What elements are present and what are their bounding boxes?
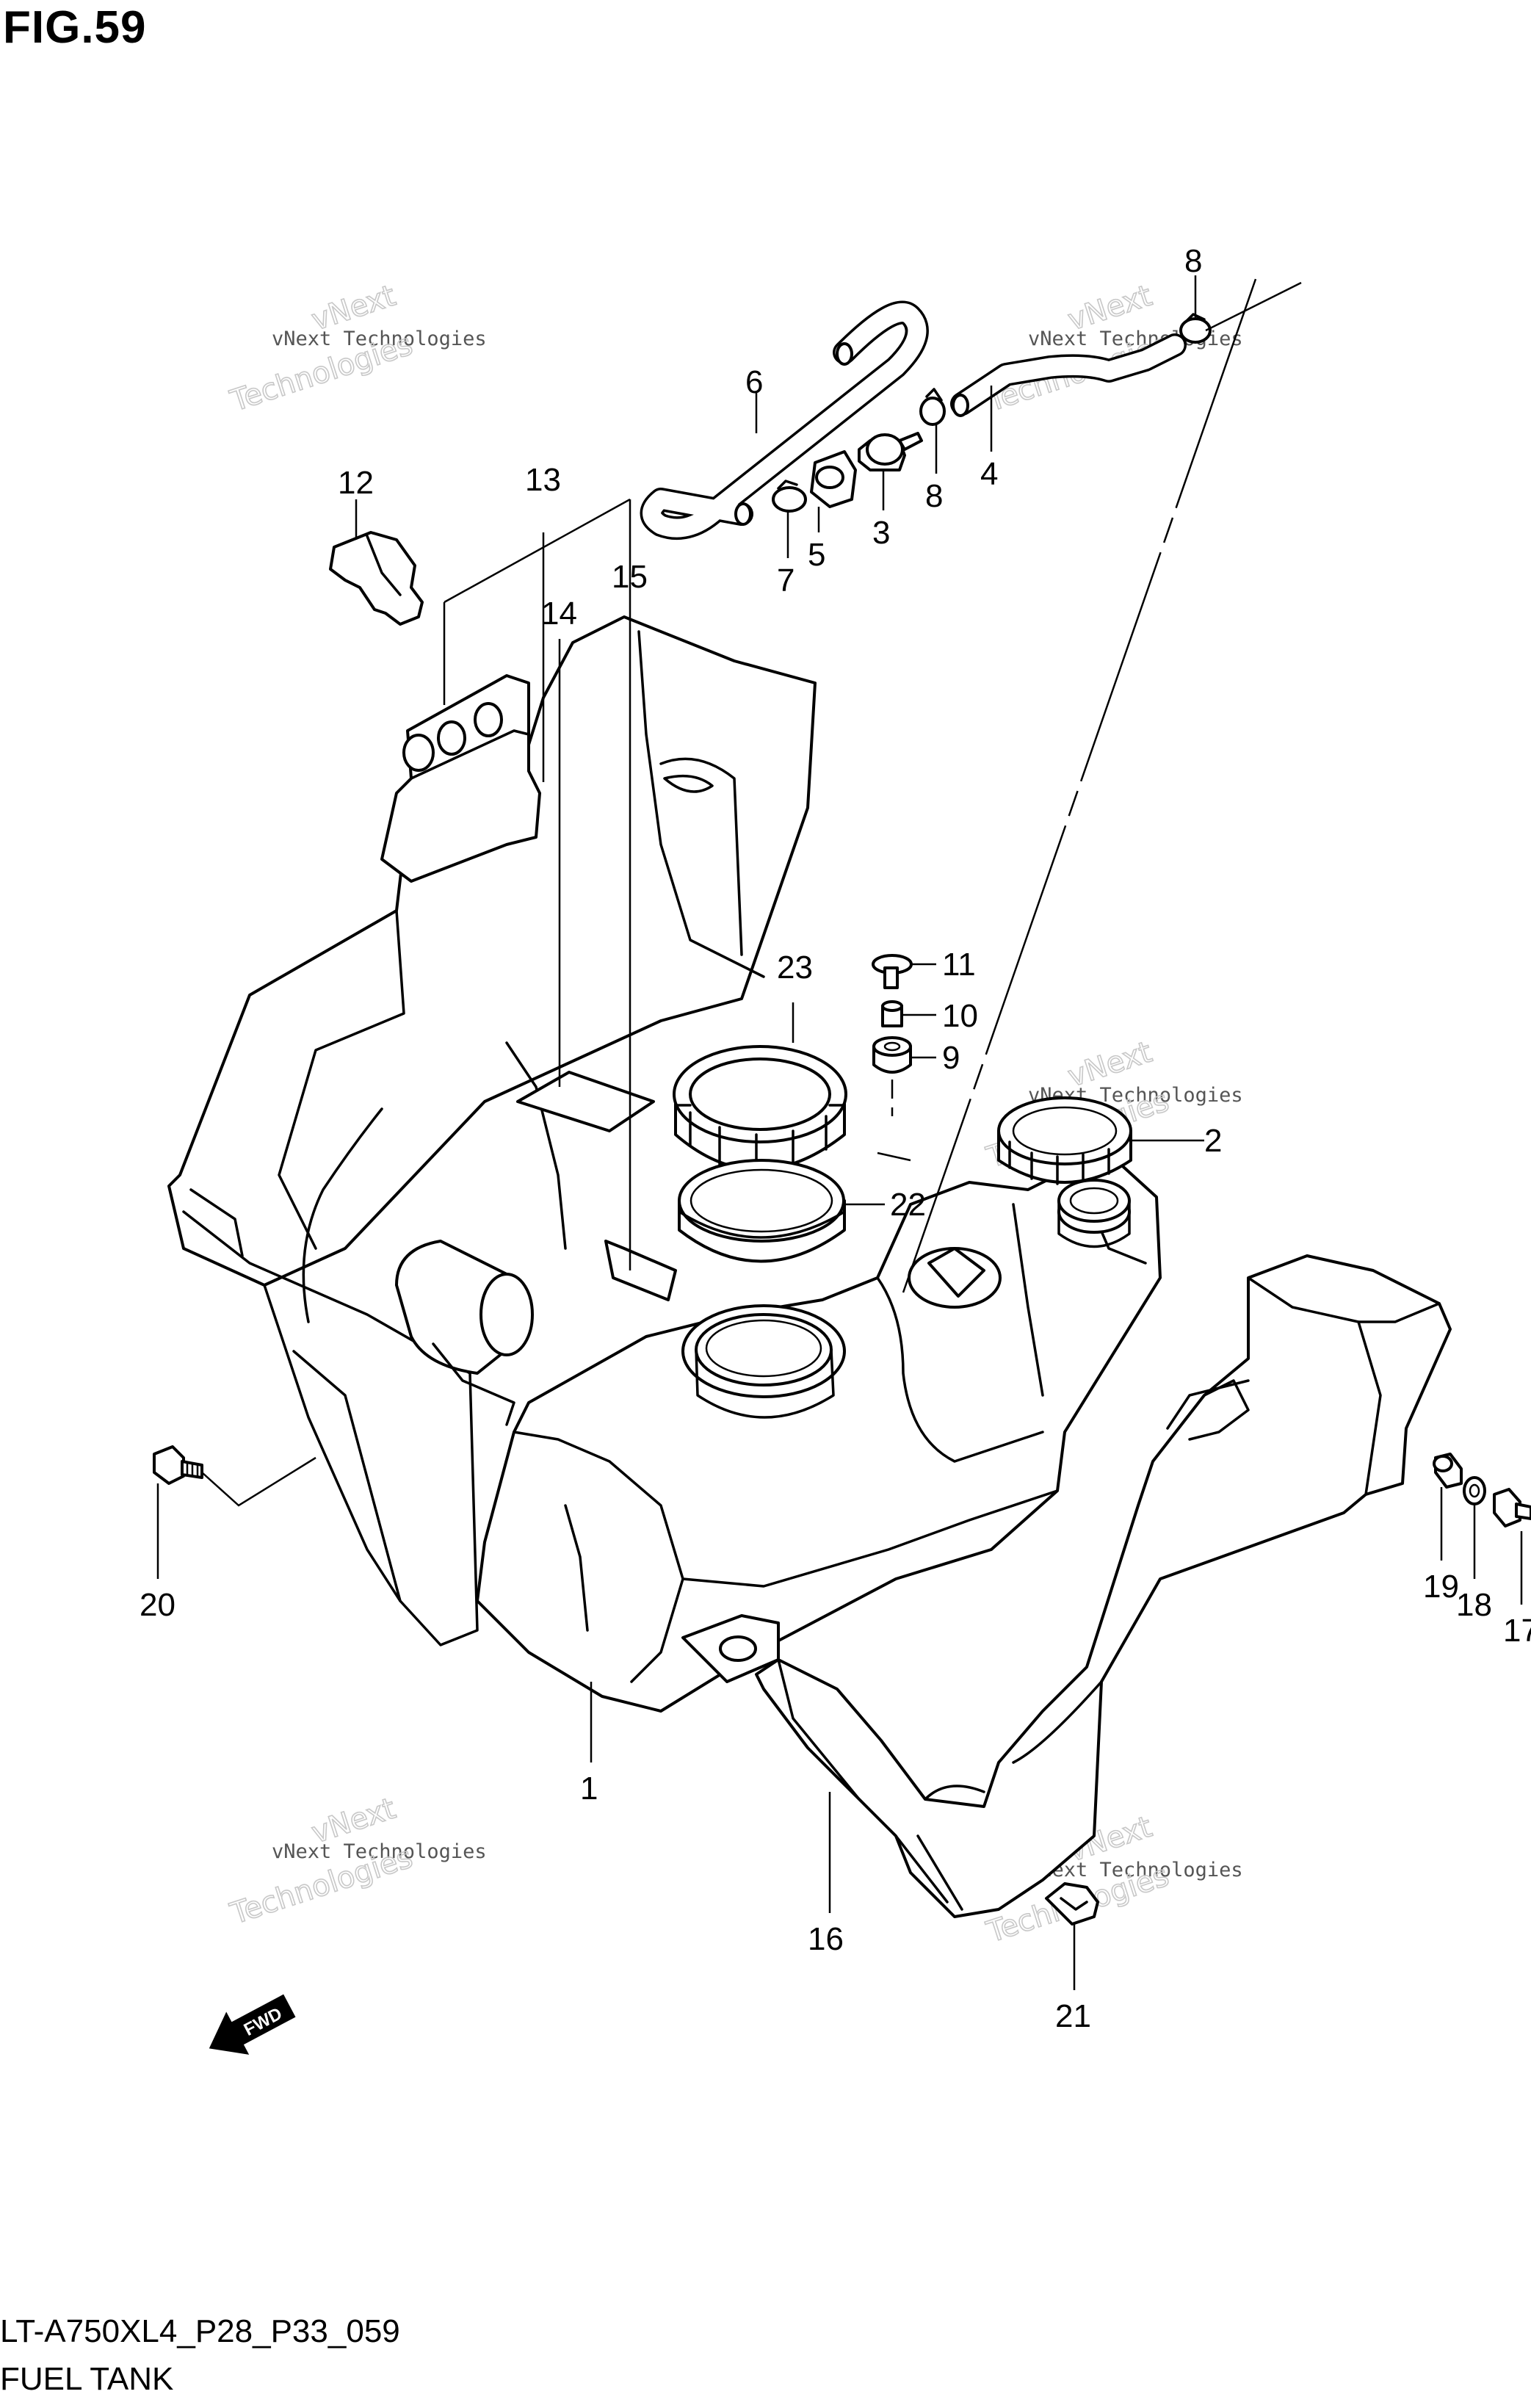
callout-11: 11 [942,947,976,983]
part-23-retaining-ring [673,1045,847,1176]
callout-labels: 1 2 3 4 5 6 7 8 8 9 10 11 12 13 14 15 16… [140,243,1531,2034]
part-19-collar [1433,1453,1463,1489]
callout-20: 20 [140,1587,175,1623]
part-2-fuel-cap [997,1096,1132,1185]
watermark-line1: vNext Technologies [272,1840,487,1863]
callout-13: 13 [525,462,561,498]
callout-19: 19 [1423,1569,1459,1605]
callout-10: 10 [942,998,978,1034]
part-10-collar [881,1000,903,1027]
leader-lines [156,275,1523,1990]
part-4-hose [950,333,1187,417]
part-22-gasket [678,1159,846,1263]
watermark-line1: vNext Technologies [272,328,487,350]
tank-cover-frame [167,615,817,1646]
part-8-clamp-upper [1179,313,1212,344]
side-cover [755,1254,1452,1918]
fwd-arrow: FWD [209,1994,296,2055]
watermark: vNext vNext Technologies Technologies [225,278,487,419]
fuel-tank [395,1159,1162,1713]
callout-2: 2 [1204,1123,1222,1159]
part-12-clip [329,531,424,626]
callout-6: 6 [745,364,763,400]
callout-14: 14 [541,596,577,632]
part-11-bolt [872,954,913,989]
watermark: vNext vNext Technologies Technologies [982,278,1242,419]
part-21-clip [1045,1882,1099,1926]
callout-18: 18 [1456,1587,1492,1623]
callout-12: 12 [338,465,374,501]
callout-17: 17 [1503,1613,1531,1649]
part-9-cushion [872,1036,912,1074]
callout-1: 1 [580,1771,598,1807]
part-5-holder [810,450,857,508]
callout-22: 22 [890,1187,926,1223]
part-17-bolt [1493,1488,1531,1527]
callout-5: 5 [808,537,825,573]
part-6-hose [640,300,929,540]
part-7-clamp [772,480,807,513]
diagram-caption: FUEL TANK [0,2361,174,2397]
callout-3: 3 [872,515,890,551]
callout-8-upper: 8 [1184,243,1202,279]
model-code: LT-A750XL4_P28_P33_059 [0,2313,400,2349]
part-18-washer [1463,1476,1486,1505]
watermark: vNext vNext Technologies Technologies [225,1791,487,1932]
callout-8-lower: 8 [925,478,943,514]
callout-16: 16 [808,1921,844,1957]
part-20-bolt [153,1445,203,1485]
part-8-clamp-lower [919,388,946,426]
callout-7: 7 [777,563,795,599]
callout-23: 23 [777,950,813,986]
callout-9: 9 [942,1040,960,1076]
figure-title: FIG.59 [3,2,147,53]
callout-15: 15 [612,559,648,595]
part-3-valve [858,432,923,471]
callout-21: 21 [1055,1998,1091,2034]
callout-4: 4 [980,456,998,492]
